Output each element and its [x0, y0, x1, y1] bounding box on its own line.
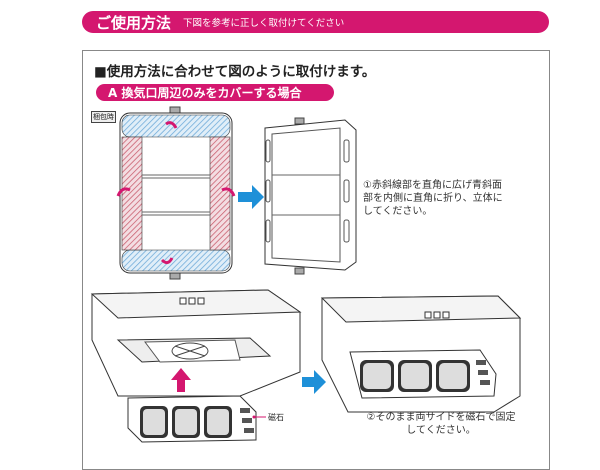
diagrams: [90, 106, 522, 443]
step-1-text: ①赤斜線部を直角に広げ青斜面部を内側に直角に折り、立体にしてください。: [363, 180, 503, 217]
range-hood-before-illustration: [90, 289, 302, 397]
magnet-label: 磁石: [268, 413, 284, 422]
case-a-label: A 換気口周辺のみをカバーする場合: [96, 84, 334, 101]
arrow-right-icon: [302, 370, 326, 394]
arrow-right-icon: [238, 185, 264, 209]
assembled-frame-illustration: [264, 117, 357, 275]
header-subtitle: 下図を参考に正しく取付けてください: [183, 18, 345, 29]
filter-illustration: [127, 395, 266, 443]
step-2-text: ②そのまま両サイドを磁石で固定してください。: [366, 412, 516, 436]
range-hood-after-illustration: [320, 295, 522, 413]
header-title: ご使用方法: [96, 13, 172, 32]
section-header: ご使用方法 下図を参考に正しく取付けてください: [82, 11, 549, 33]
packaged-frame-illustration: [116, 106, 236, 280]
arrow-up-icon: [171, 368, 191, 392]
instruction-heading: ■使用方法に合わせて図のように取付けます。: [94, 64, 376, 80]
packaged-label: 梱包時: [91, 111, 116, 123]
